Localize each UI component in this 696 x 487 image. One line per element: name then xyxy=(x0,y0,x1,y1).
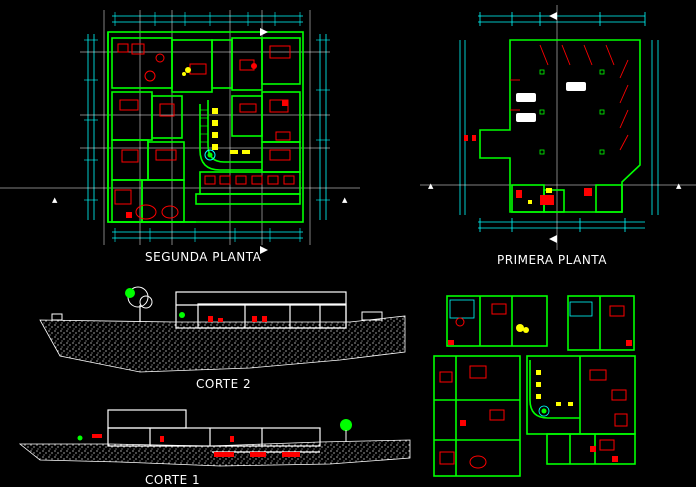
svg-text:▲: ▲ xyxy=(428,182,434,190)
detail-plan-drawing xyxy=(433,295,636,477)
furniture-detail xyxy=(439,303,628,469)
tree-icon-1 xyxy=(340,419,352,442)
primera-planta-title: PRIMERA PLANTA xyxy=(497,253,607,267)
svg-text:▲: ▲ xyxy=(52,196,58,204)
dimension-lines-primera xyxy=(459,12,659,232)
svg-text:▲: ▲ xyxy=(676,182,682,190)
tree-icon xyxy=(125,286,153,322)
shrub-icon-1 xyxy=(77,435,83,441)
segunda-planta-drawing: ▲ ▲ xyxy=(0,10,360,254)
corte-1-title: CORTE 1 xyxy=(145,473,201,487)
building-section-1 xyxy=(107,409,321,453)
section-markers-primera: ▲ ▲ xyxy=(428,12,682,243)
corte-2-title: CORTE 2 xyxy=(196,377,252,391)
accent-objects xyxy=(182,67,250,154)
section-furniture-1 xyxy=(92,434,300,457)
planter-detail xyxy=(541,408,547,414)
parked-cars xyxy=(516,82,586,122)
furniture-detail-solid xyxy=(448,340,632,462)
accent-primera xyxy=(528,188,552,204)
building-section xyxy=(175,291,347,329)
accent-detail xyxy=(516,324,573,406)
vehicle-icon xyxy=(361,311,383,321)
walls-primera xyxy=(479,39,641,213)
corte-1-drawing xyxy=(18,409,411,467)
shrub-icon xyxy=(179,312,185,318)
walls xyxy=(107,31,304,223)
segunda-planta-title: SEGUNDA PLANTA xyxy=(145,250,262,264)
dimension-ticks xyxy=(84,12,330,242)
furniture-primera xyxy=(464,135,592,205)
terrain-section xyxy=(39,315,406,373)
planter-dot xyxy=(207,152,213,158)
walls-detail xyxy=(433,295,636,477)
columns xyxy=(539,69,605,155)
car-icon xyxy=(51,313,63,321)
stair xyxy=(200,109,208,143)
section-furniture xyxy=(208,316,267,322)
parking-stalls xyxy=(510,44,629,151)
planter-circle xyxy=(204,149,216,161)
detail-accent-lines xyxy=(449,299,593,417)
section-markers: ▲ ▲ xyxy=(52,28,348,254)
dimension-lines xyxy=(87,15,327,239)
primera-planta-drawing: ▲ ▲ xyxy=(420,5,696,250)
svg-text:▲: ▲ xyxy=(342,196,348,204)
corte-2-drawing xyxy=(39,286,406,373)
furniture-solid xyxy=(126,63,288,218)
